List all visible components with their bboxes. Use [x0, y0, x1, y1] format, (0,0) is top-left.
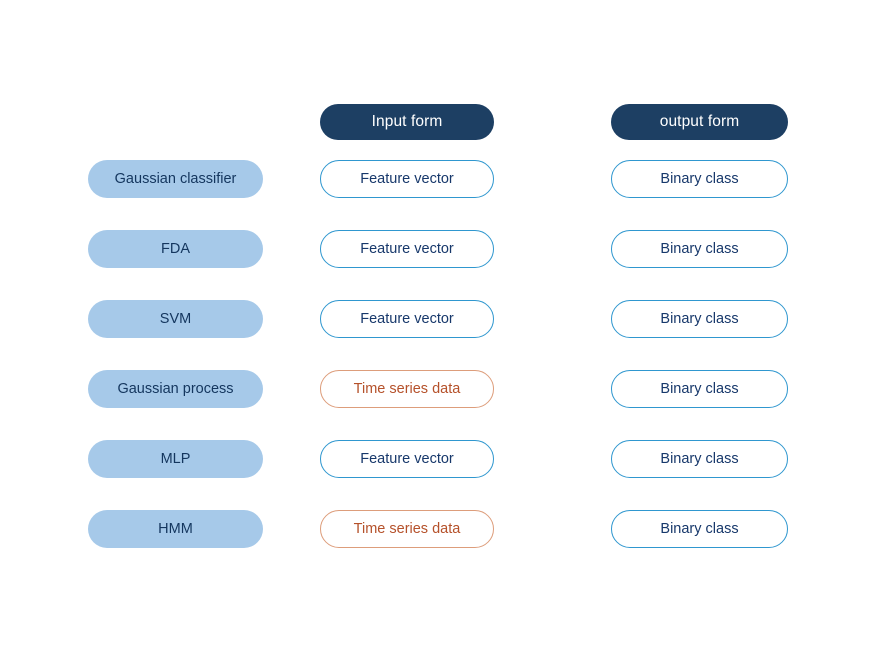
input-form-pill[interactable]: Time series data: [320, 370, 494, 408]
output-form-pill[interactable]: Binary class: [611, 230, 788, 268]
column-header-output-form: output form: [611, 104, 788, 140]
model-pill[interactable]: SVM: [88, 300, 263, 338]
diagram-row: MLP Feature vector Binary class: [0, 440, 876, 478]
column-header-input-form: Input form: [320, 104, 494, 140]
input-form-pill[interactable]: Time series data: [320, 510, 494, 548]
diagram-row: Gaussian classifier Feature vector Binary …: [0, 160, 876, 198]
model-pill[interactable]: Gaussian classifier: [88, 160, 263, 198]
output-form-pill[interactable]: Binary class: [611, 510, 788, 548]
output-form-pill[interactable]: Binary class: [611, 370, 788, 408]
output-form-pill[interactable]: Binary class: [611, 300, 788, 338]
model-pill[interactable]: HMM: [88, 510, 263, 548]
input-form-pill[interactable]: Feature vector: [320, 160, 494, 198]
diagram-row: SVM Feature vector Binary class: [0, 300, 876, 338]
diagram-row: Gaussian process Time series data Binary c…: [0, 370, 876, 408]
input-form-pill[interactable]: Feature vector: [320, 300, 494, 338]
diagram-row: HMM Time series data Binary class: [0, 510, 876, 548]
input-form-pill[interactable]: Feature vector: [320, 230, 494, 268]
output-form-pill[interactable]: Binary class: [611, 440, 788, 478]
input-form-pill[interactable]: Feature vector: [320, 440, 494, 478]
output-form-pill[interactable]: Binary class: [611, 160, 788, 198]
model-pill[interactable]: Gaussian process: [88, 370, 263, 408]
model-pill[interactable]: FDA: [88, 230, 263, 268]
model-pill[interactable]: MLP: [88, 440, 263, 478]
diagram-row: FDA Feature vector Binary class: [0, 230, 876, 268]
column-header-row: Input form output form: [0, 104, 876, 140]
